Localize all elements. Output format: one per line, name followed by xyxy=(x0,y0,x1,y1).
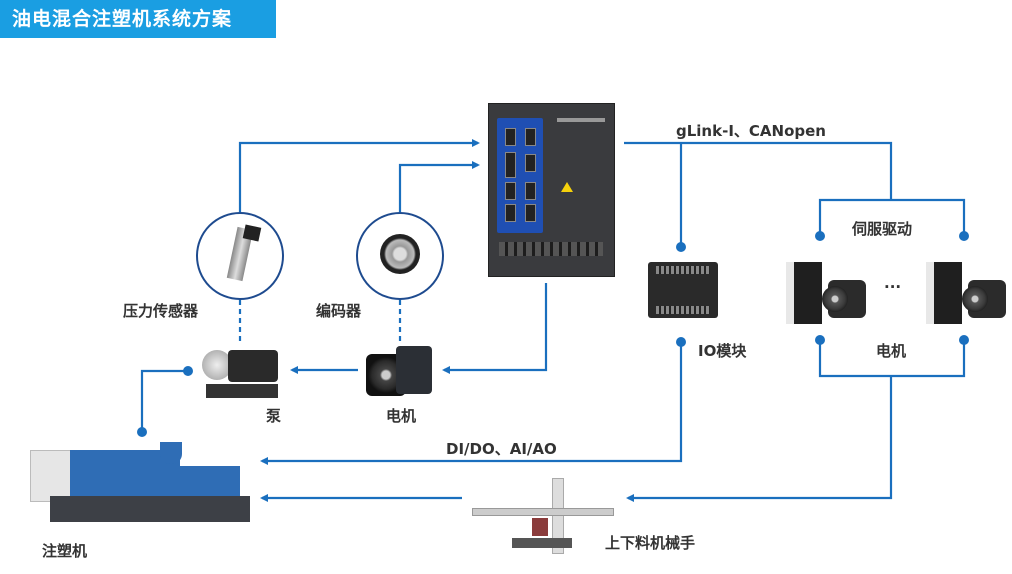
motor-icon xyxy=(360,340,432,400)
controller-unit-icon xyxy=(488,103,615,277)
pressure-sensor-icon xyxy=(196,212,284,300)
ellipsis: ··· xyxy=(884,278,902,296)
servo-motor-icon xyxy=(962,280,1006,318)
motor-label: 电机 xyxy=(386,407,417,425)
wire-pressure-to-controller xyxy=(238,139,480,212)
node-dot xyxy=(676,242,686,252)
servo-motor-icon xyxy=(822,280,866,318)
servo-drive-label: 伺服驱动 xyxy=(852,220,913,238)
servo-drive-icon xyxy=(926,262,962,324)
wire-encoder-to-controller xyxy=(398,161,480,212)
pump-label: 泵 xyxy=(266,407,282,425)
wire-bus-servo xyxy=(818,198,966,236)
node-dot xyxy=(959,231,969,241)
robot-arm-icon xyxy=(472,478,614,556)
node-dot xyxy=(676,337,686,347)
injection-machine-label: 注塑机 xyxy=(42,542,88,560)
node-dot xyxy=(959,335,969,345)
pump-icon xyxy=(202,344,282,404)
wire-servo-to-robot xyxy=(626,376,893,502)
dido-label: DI/DO、AI/AO xyxy=(446,440,557,458)
pressure-sensor-label: 压力传感器 xyxy=(123,302,199,320)
encoder-icon xyxy=(356,212,444,300)
bus-label: gLink-I、CANopen xyxy=(676,122,826,140)
page-title: 油电混合注塑机系统方案 xyxy=(0,0,276,38)
wire-pump-to-imm xyxy=(140,369,188,432)
io-module-icon xyxy=(648,262,718,318)
node-dot xyxy=(183,366,193,376)
injection-machine-icon xyxy=(30,442,250,524)
wire-io-to-imm xyxy=(260,342,683,465)
wire-controller-to-motor xyxy=(442,283,548,374)
node-dot xyxy=(815,335,825,345)
warning-icon xyxy=(561,182,573,192)
robot-label: 上下料机械手 xyxy=(605,534,696,552)
servo-drive-icon xyxy=(786,262,822,324)
wire-bus xyxy=(624,141,893,200)
io-module-label: IO模块 xyxy=(698,342,747,360)
servo-motor-label: 电机 xyxy=(876,342,907,360)
node-dot xyxy=(815,231,825,241)
node-dot xyxy=(137,427,147,437)
encoder-label: 编码器 xyxy=(316,302,362,320)
